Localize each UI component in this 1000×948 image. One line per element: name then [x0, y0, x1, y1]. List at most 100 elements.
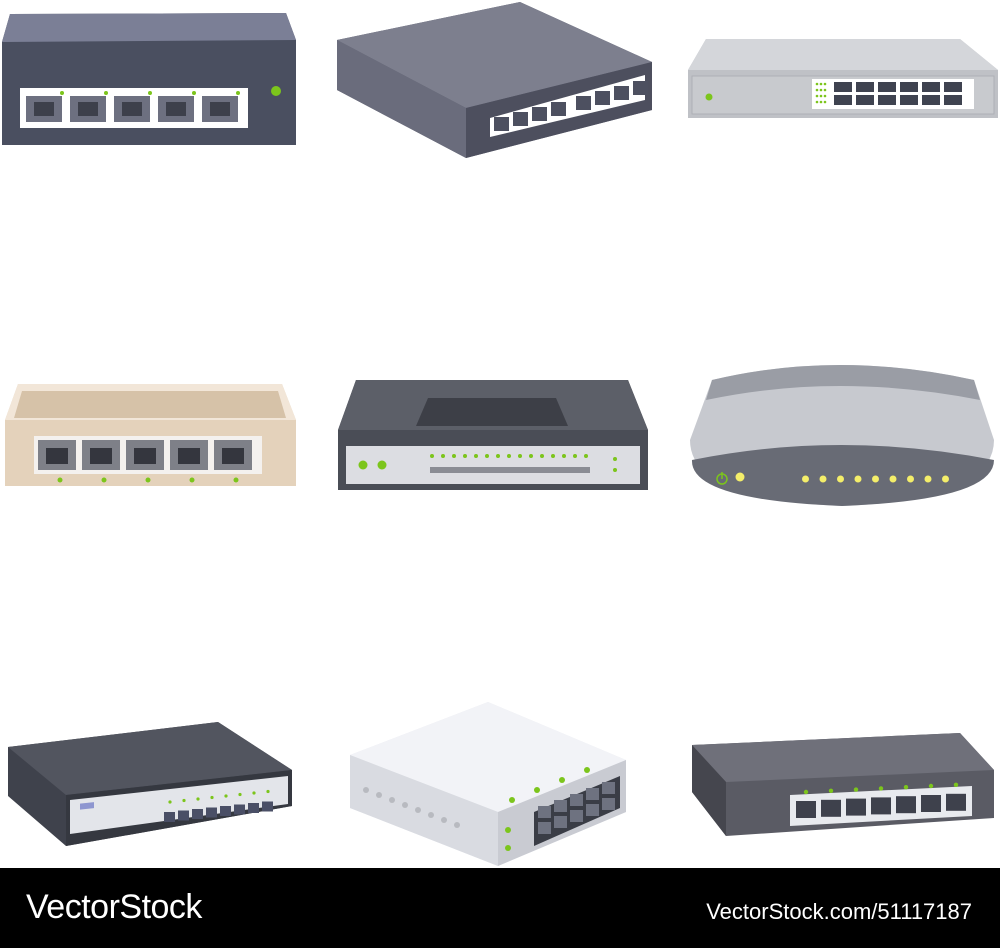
status-led: [872, 475, 879, 483]
status-led: [224, 794, 228, 798]
status-led: [507, 454, 511, 458]
status-led: [363, 787, 369, 793]
switch-5port-beige: [5, 384, 296, 486]
status-led: [551, 454, 555, 458]
port: [551, 102, 566, 116]
status-led: [828, 788, 834, 793]
port: [192, 809, 203, 819]
status-led: [942, 475, 949, 483]
status-led: [613, 457, 617, 461]
status-led: [236, 91, 240, 95]
status-led: [819, 475, 827, 483]
port: [944, 95, 962, 105]
port: [856, 82, 874, 92]
status-led: [853, 787, 859, 792]
port: [602, 782, 615, 794]
status-led: [192, 91, 196, 95]
port: [633, 81, 648, 95]
status-led: [802, 475, 809, 483]
port: [248, 803, 259, 813]
status-led: [819, 88, 823, 92]
status-led: [837, 475, 844, 483]
status-led: [101, 477, 107, 483]
status-led: [463, 454, 467, 458]
port: [46, 448, 68, 464]
port: [821, 799, 841, 817]
status-led: [529, 454, 533, 458]
status-led: [60, 91, 64, 95]
switch-12port-rack: [688, 39, 998, 118]
status-led: [505, 845, 511, 851]
status-led: [104, 91, 108, 95]
status-led: [196, 797, 200, 801]
status-led: [815, 82, 819, 86]
image-id-url: VectorStock.com/51117187: [706, 899, 972, 924]
port: [570, 810, 583, 822]
port: [921, 795, 941, 812]
status-led: [584, 454, 588, 458]
port: [944, 82, 962, 92]
status-led: [562, 454, 566, 458]
status-led: [210, 795, 214, 800]
port: [878, 82, 896, 92]
port: [538, 806, 551, 818]
port: [538, 822, 551, 834]
port: [178, 448, 200, 464]
network-devices-illustration: [2, 2, 998, 866]
status-led: [819, 94, 823, 98]
port: [206, 807, 217, 818]
status-led: [613, 468, 617, 472]
status-led: [168, 800, 172, 804]
port: [494, 117, 509, 131]
port: [595, 91, 610, 105]
port: [834, 82, 852, 92]
status-led: [907, 475, 914, 483]
status-led: [496, 454, 500, 458]
switch-8port-angled: [337, 2, 652, 158]
port: [586, 788, 599, 800]
status-led: [376, 792, 382, 798]
router-rounded: [690, 365, 994, 506]
status-led: [148, 91, 152, 95]
status-led: [238, 792, 242, 797]
port: [178, 810, 189, 821]
status-led: [924, 475, 932, 483]
switch-white-3d: [350, 702, 626, 866]
status-led: [252, 791, 256, 795]
port: [900, 82, 918, 92]
status-led: [57, 477, 63, 483]
status-led: [823, 82, 827, 86]
status-led: [505, 827, 511, 833]
status-led: [815, 100, 819, 104]
port: [90, 448, 112, 464]
port: [234, 804, 245, 815]
port: [602, 798, 615, 810]
status-led: [402, 802, 408, 808]
status-led: [534, 787, 540, 793]
status-led: [389, 797, 395, 803]
status-led: [145, 477, 151, 483]
port: [900, 95, 918, 105]
port: [122, 102, 142, 116]
switch-5port-dark: [2, 13, 296, 145]
port: [166, 102, 186, 116]
port: [576, 96, 591, 110]
port: [834, 95, 852, 105]
port: [946, 793, 966, 811]
status-led: [182, 798, 186, 803]
status-led: [953, 782, 959, 787]
status-led: [454, 822, 460, 828]
port: [134, 448, 156, 464]
status-led: [889, 475, 897, 483]
status-led: [233, 477, 239, 483]
port: [846, 798, 866, 816]
port: [532, 107, 547, 121]
port: [78, 102, 98, 116]
status-led: [819, 82, 823, 86]
status-led: [823, 88, 827, 92]
port: [262, 801, 273, 812]
status-led: [803, 789, 809, 795]
status-led: [903, 785, 909, 790]
port: [856, 95, 874, 105]
port: [222, 448, 244, 464]
